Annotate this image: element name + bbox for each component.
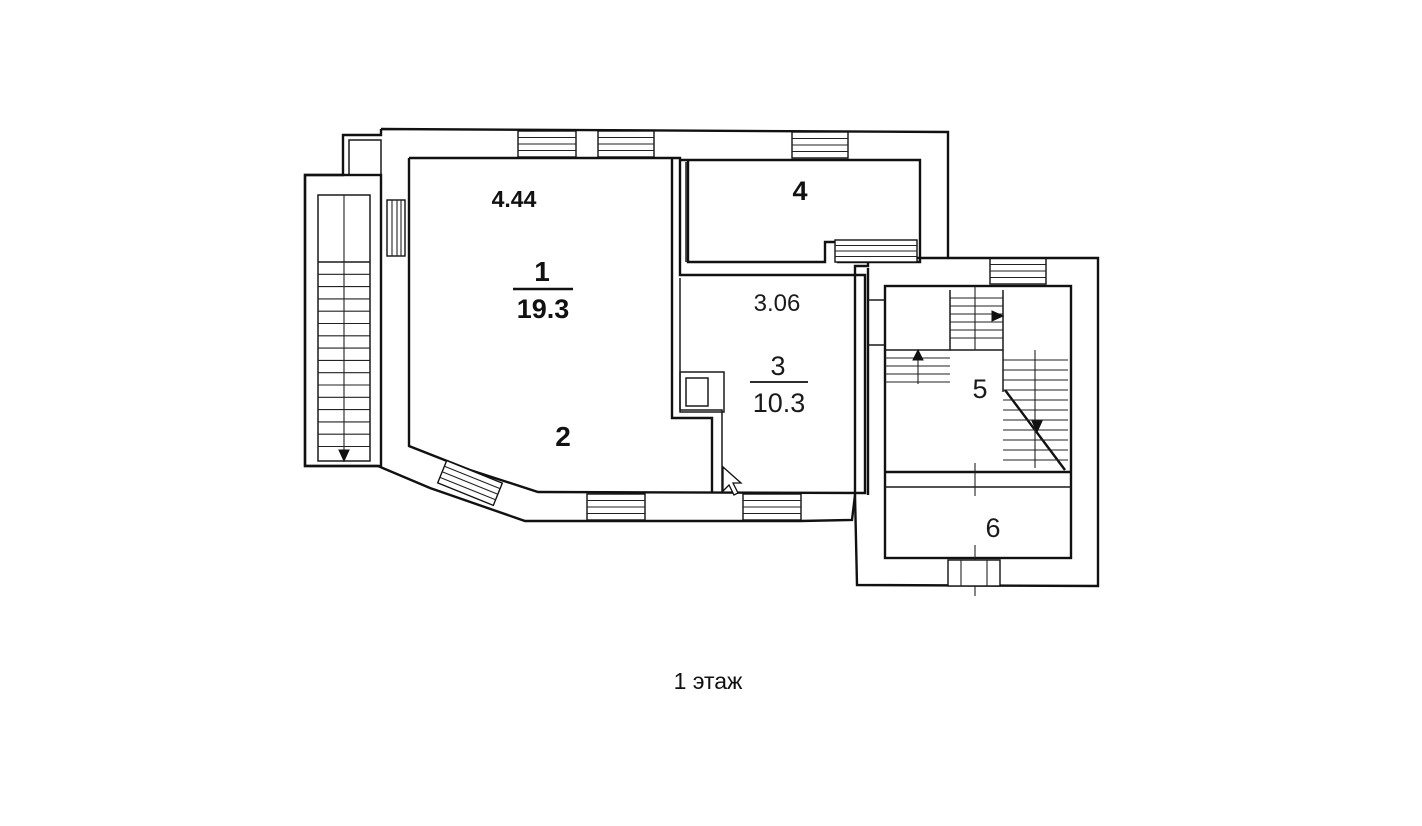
room-1-area: 19.3 bbox=[517, 294, 570, 324]
stair-landing bbox=[885, 290, 951, 351]
window bbox=[742, 493, 802, 521]
ceiling-height-main: 4.44 bbox=[492, 186, 537, 212]
room-3-number: 3 bbox=[770, 351, 785, 381]
bottom-window bbox=[947, 559, 1001, 587]
room-1-number: 1 bbox=[534, 256, 550, 287]
room-6-number: 6 bbox=[985, 513, 1000, 543]
niche-box-inner bbox=[685, 377, 709, 407]
room-4-number: 4 bbox=[792, 176, 807, 206]
outer-wall-contour bbox=[303, 127, 950, 523]
corner-recess bbox=[348, 139, 382, 258]
window bbox=[597, 130, 655, 158]
left-stair-outer bbox=[303, 173, 383, 468]
niche-box bbox=[679, 371, 725, 413]
window bbox=[791, 131, 849, 159]
partition-room-3-inner bbox=[679, 278, 723, 492]
windows bbox=[517, 130, 1047, 521]
up-stair-arrow-icon bbox=[912, 348, 924, 361]
window bbox=[989, 257, 1047, 285]
window bbox=[834, 239, 918, 263]
room-2-number: 2 bbox=[555, 421, 571, 452]
window bbox=[517, 130, 577, 158]
window bbox=[586, 493, 646, 521]
left-wall-window bbox=[386, 199, 406, 257]
floor-title: 1 этаж bbox=[673, 668, 743, 694]
right-block-walls bbox=[853, 256, 1100, 596]
angled-window bbox=[436, 459, 504, 507]
left-stair-steps bbox=[318, 261, 370, 448]
outer-walls bbox=[303, 127, 950, 523]
right-block-inner bbox=[883, 284, 1073, 560]
left-stair-arrow-icon bbox=[338, 449, 350, 463]
ceiling-height-room-3: 3.06 bbox=[754, 290, 801, 317]
inner-wall-contour bbox=[407, 156, 867, 495]
room-3-area: 10.3 bbox=[753, 388, 806, 418]
room-5-number: 5 bbox=[972, 374, 987, 404]
right-block-outer bbox=[853, 256, 1100, 588]
partition-room-3 bbox=[670, 268, 714, 492]
down-stair-arrow-icon bbox=[1031, 420, 1043, 434]
right-stair-arrow-icon bbox=[991, 310, 1005, 322]
mouse-cursor-icon bbox=[722, 465, 743, 496]
